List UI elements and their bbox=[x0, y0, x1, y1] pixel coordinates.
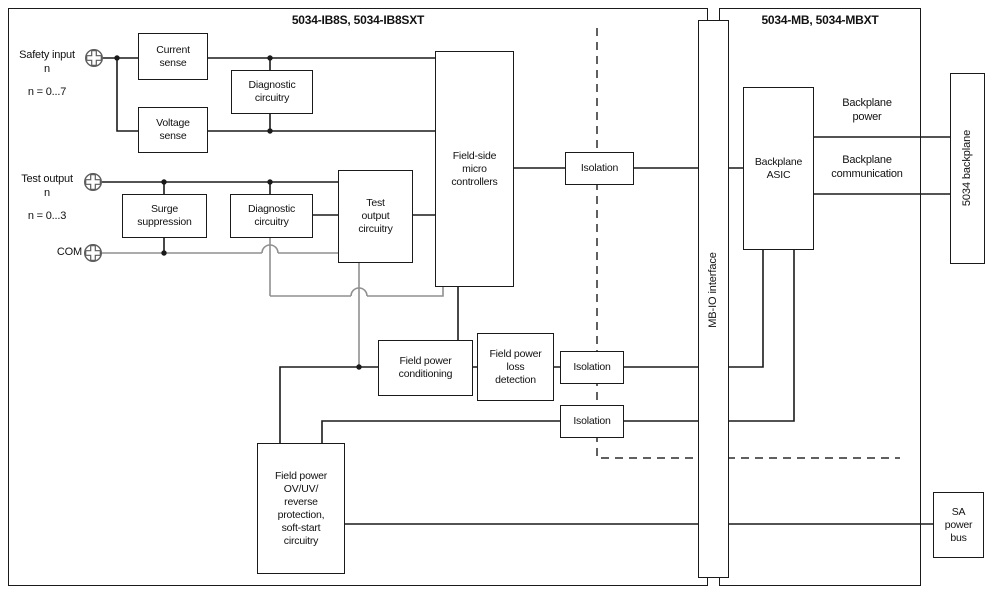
isolation-block-1: Isolation bbox=[565, 152, 634, 185]
field-power-loss-detection-block: Field power loss detection bbox=[477, 333, 554, 401]
wire-safety-voltage-sense bbox=[116, 58, 436, 132]
junction-dot bbox=[161, 179, 167, 185]
diagnostic-circuitry-output-block: Diagnostic circuitry bbox=[230, 194, 313, 238]
left-module-title: 5034-IB8S, 5034-IB8SXT bbox=[291, 13, 425, 27]
surge-suppression-block: Surge suppression bbox=[122, 194, 207, 238]
voltage-sense-block: Voltage sense bbox=[138, 107, 208, 153]
backplane-power-label: Backplane power bbox=[842, 97, 892, 123]
junction-dot bbox=[267, 55, 273, 61]
field-side-microcontrollers-block: Field-side micro controllers bbox=[435, 51, 514, 287]
backplane-asic-block: Backplane ASIC bbox=[743, 87, 814, 250]
sa-power-bus-block: SA power bus bbox=[933, 492, 984, 558]
test-output-circuitry-block: Test output circuitry bbox=[338, 170, 413, 263]
backplane-communication-label: Backplane communication bbox=[831, 154, 903, 180]
junction-dot bbox=[356, 364, 362, 370]
com-label: COM bbox=[56, 246, 82, 258]
right-module-title: 5034-MB, 5034-MBXT bbox=[761, 13, 879, 27]
wire-protection-iso3-asic bbox=[321, 249, 795, 444]
field-power-conditioning-block: Field power conditioning bbox=[378, 340, 473, 396]
mb-io-interface-label: MB-IO interface bbox=[707, 252, 719, 328]
wire-junction-to-protection bbox=[279, 366, 359, 444]
safety-input-range: n = 0...7 bbox=[27, 86, 67, 98]
isolation-block-3: Isolation bbox=[560, 405, 624, 438]
safety-input-label: Safety input n bbox=[19, 49, 75, 75]
safety-input-terminal-icon bbox=[84, 48, 104, 68]
junction-dot bbox=[161, 250, 167, 256]
backplane-5034-bar bbox=[950, 73, 985, 264]
junction-dot bbox=[114, 55, 120, 61]
test-output-terminal-icon bbox=[83, 172, 103, 192]
backplane-5034-label: 5034 backplane bbox=[961, 129, 973, 207]
com-terminal-icon bbox=[83, 243, 103, 263]
junction-dot bbox=[267, 128, 273, 134]
field-power-protection-block: Field power OV/UV/ reverse protection, s… bbox=[257, 443, 345, 574]
junction-dot bbox=[267, 179, 273, 185]
wire-return-right bbox=[367, 286, 444, 297]
diagnostic-circuitry-input-block: Diagnostic circuitry bbox=[231, 70, 313, 114]
current-sense-block: Current sense bbox=[138, 33, 208, 80]
test-output-range: n = 0...3 bbox=[27, 210, 67, 222]
test-output-label: Test output n bbox=[21, 173, 73, 199]
isolation-block-2: Isolation bbox=[560, 351, 624, 384]
mb-io-interface-bar bbox=[698, 20, 729, 578]
